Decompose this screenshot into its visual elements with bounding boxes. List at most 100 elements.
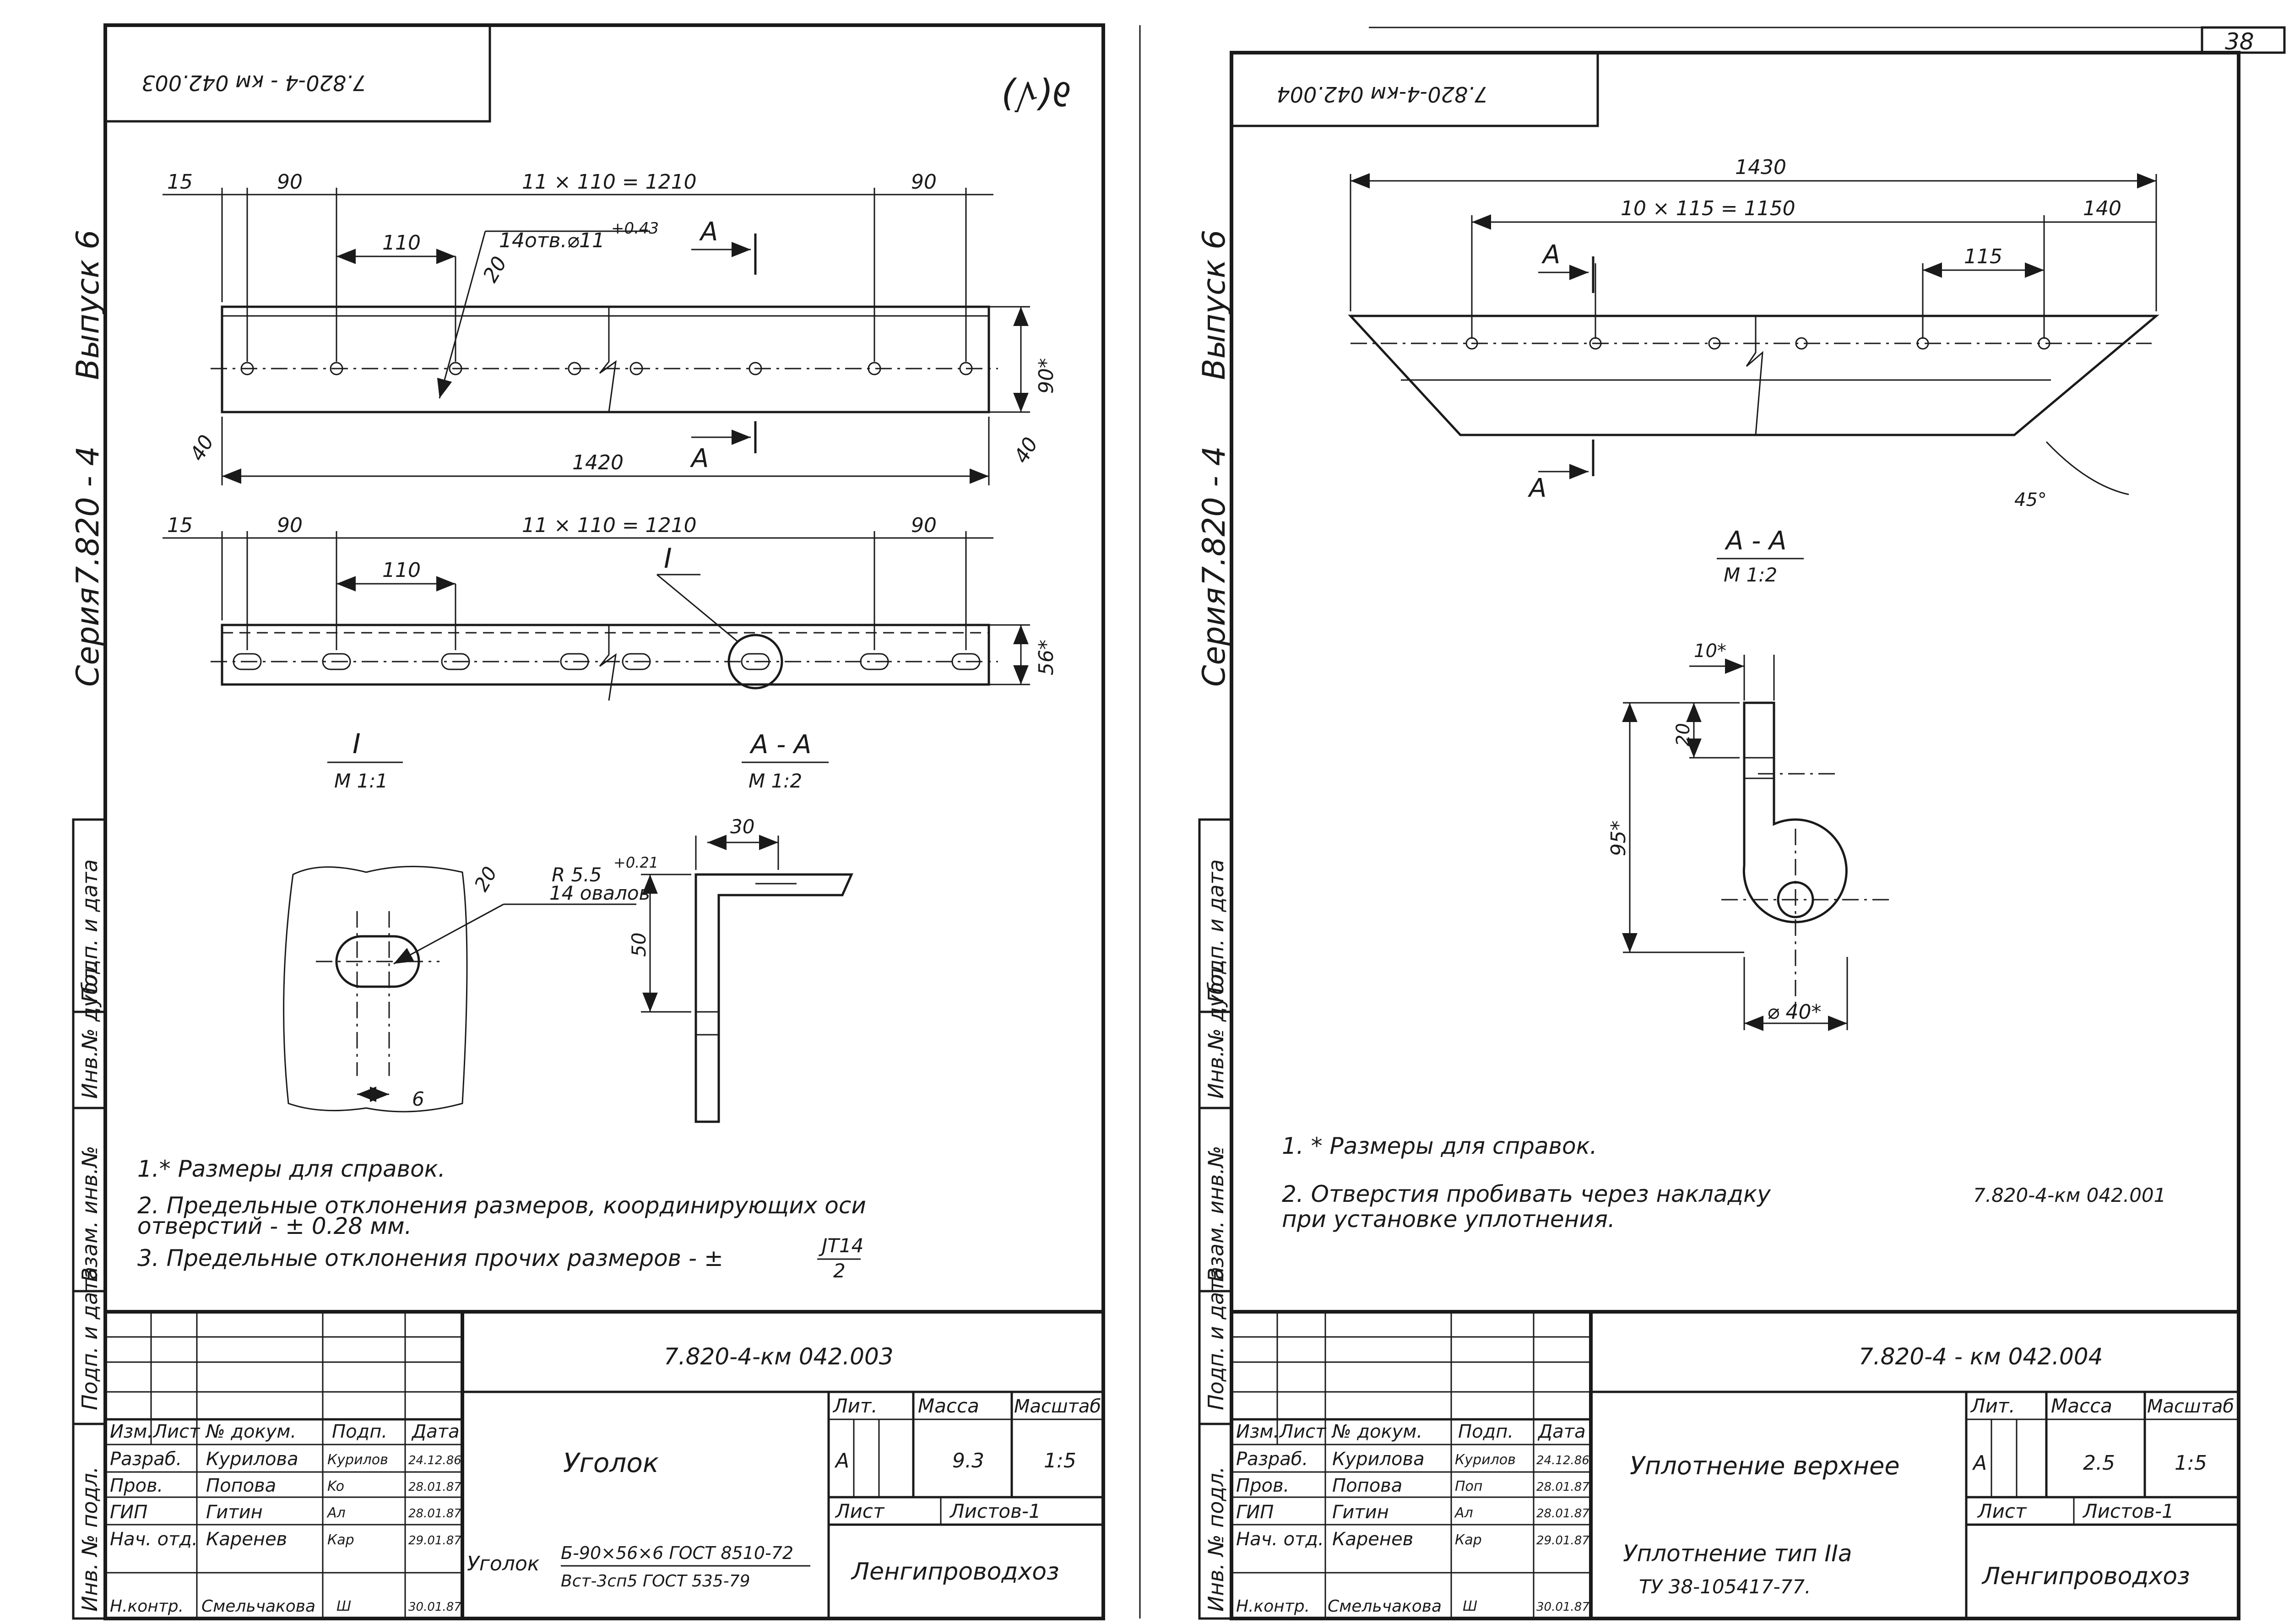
tb-scale-header: Масштаб: [1014, 1396, 1101, 1417]
tb-header: Дата: [411, 1421, 460, 1442]
left-side-labels: Инв. № подл. Подп. и дата Взам. инв.№ Ин…: [77, 859, 102, 1612]
tb-role: Н.контр.: [1236, 1597, 1310, 1616]
tb-date: 28.01.87: [1536, 1480, 1589, 1494]
note-fraction-num: JT14: [819, 1234, 864, 1257]
tb-sign: Ал: [1454, 1505, 1473, 1521]
top-view-holes: [240, 362, 973, 375]
tb-sheets: Листов-1: [2082, 1500, 2174, 1522]
tb-code: 7.820-4 - км 042.004: [1859, 1343, 2103, 1370]
tb-sign: Кар: [1455, 1532, 1482, 1548]
side-label: Инв. № подл.: [1204, 1466, 1228, 1612]
tb-code: 7.820-4-км 042.003: [664, 1343, 894, 1370]
tb-date: 30.01.87: [1536, 1600, 1589, 1614]
dim-40: 40: [1009, 434, 1042, 467]
dim-height: 56*: [1035, 640, 1058, 675]
tb-header: Дата: [1537, 1421, 1586, 1442]
tb-header: Изм.: [1236, 1421, 1279, 1442]
left-series: Серия 7.820 - 4 Выпуск 6: [70, 230, 106, 687]
tb-org: Ленгипроводхоз: [851, 1558, 1059, 1586]
dim-width: 6: [412, 1088, 424, 1110]
right-top-view: 1430 10 × 115 = 1150 140 115 А А 45°: [1348, 156, 2159, 511]
tb-material-top: Уплотнение тип IIа: [1623, 1540, 1852, 1567]
section-mark: А: [690, 444, 709, 473]
section-mark: А: [1541, 240, 1560, 270]
tb-role: Нач. отд.: [110, 1529, 198, 1550]
dim-90: 90: [277, 170, 303, 194]
left-frame: [103, 23, 1105, 1620]
series-label: Серия: [70, 587, 106, 687]
side-label: Взам. инв.№: [77, 1146, 102, 1282]
tb-date: 28.01.87: [408, 1507, 461, 1521]
tb-part-name: Уголок: [563, 1447, 659, 1478]
section-scale: М 1:2: [1724, 564, 1777, 586]
dim-ovals: 14 овалов: [549, 882, 650, 904]
tb-role: Н.контр.: [110, 1597, 184, 1616]
note: 2. Предельные отклонения размеров, коорд…: [137, 1192, 866, 1219]
tb-role: ГИП: [110, 1502, 147, 1523]
left-side-strip: [72, 818, 107, 1620]
dim-thickness: 10*: [1694, 641, 1726, 662]
tb-sign: Поп: [1455, 1478, 1483, 1494]
note-fraction-den: 2: [833, 1260, 846, 1282]
tb-material-bottom: ТУ 38-105417-77.: [1639, 1575, 1811, 1598]
sheet-number: 38: [2225, 28, 2254, 55]
tb-header: № докум.: [205, 1421, 296, 1442]
dim-rough: 20: [470, 863, 501, 895]
section-mark: А: [699, 217, 718, 247]
dim-top: 30: [730, 815, 754, 838]
right-series: Серия 7.820 - 4 Выпуск 6: [1196, 230, 1232, 687]
right-stamp: 7.820-4-км 042.004: [1277, 82, 1488, 107]
tb-scale-header: Масштаб: [2147, 1396, 2234, 1417]
dim-top: 20: [1673, 723, 1694, 746]
detail-oval: R 5.5 +0.21 14 овалов 20 6: [283, 854, 658, 1113]
tb-date: 29.01.87: [408, 1534, 461, 1548]
series-code: 7.820 - 4: [1196, 446, 1232, 586]
tb-header: Лист: [152, 1421, 201, 1442]
tb-sheet: Лист: [835, 1500, 885, 1522]
dim-span: 11 × 110 = 1210: [522, 514, 697, 537]
tb-role: Разраб.: [1236, 1449, 1308, 1470]
section-mark: А: [1528, 473, 1546, 503]
dim-140: 140: [2083, 197, 2121, 220]
tb-name: Каренев: [1332, 1529, 1413, 1550]
dim-height: 50: [628, 933, 650, 957]
tb-name: Каренев: [206, 1529, 287, 1550]
series-code: 7.820 - 4: [70, 446, 106, 586]
left-sheet: Инв. № подл. Подп. и дата Взам. инв.№ Ин…: [70, 23, 1105, 1620]
tb-mass: 2.5: [2083, 1451, 2115, 1475]
side-label: Подп. и дата: [77, 1267, 102, 1410]
dim-115: 115: [1964, 245, 2002, 268]
tb-header: Лист: [1279, 1421, 1327, 1442]
tb-lit: А: [834, 1449, 849, 1472]
tb-sheet: Лист: [1977, 1500, 2027, 1522]
tb-sign: Ш: [1463, 1598, 1477, 1614]
dim-40: 40: [185, 431, 218, 465]
tb-role: ГИП: [1236, 1502, 1274, 1523]
series-label: Серия: [1196, 587, 1232, 687]
tb-header: Изм.: [110, 1421, 153, 1442]
note: 1. * Размеры для справок.: [1282, 1133, 1597, 1159]
side-label: Подп. и дата: [1204, 1267, 1228, 1410]
tb-scale: 1:5: [2175, 1451, 2207, 1475]
dim-height: 95*: [1607, 820, 1630, 856]
dim-radius-tol: +0.21: [613, 854, 658, 871]
tb-date: 24.12.86: [1536, 1454, 1589, 1467]
issue-label: Выпуск 6: [70, 230, 106, 380]
note: 3. Предельные отклонения прочих размеров…: [137, 1245, 723, 1271]
dim-height: 90*: [1035, 358, 1058, 394]
tb-sign: Ш: [336, 1598, 351, 1614]
tb-name: Попова: [206, 1475, 276, 1496]
tb-mass-header: Масса: [2051, 1395, 2112, 1417]
tb-role: Пров.: [110, 1475, 163, 1496]
angle-section: 30 50: [628, 815, 853, 1123]
dim-angle: 45°: [2014, 489, 2047, 511]
dim-110: 110: [382, 231, 421, 255]
tb-mass-header: Масса: [918, 1395, 979, 1417]
note: 2. Отверстия пробивать через накладку: [1282, 1181, 1771, 1207]
right-title-block: Изм. Лист № докум. Подп. Дата Разраб. Ку…: [1231, 1310, 2239, 1619]
side-label: Подп. и дата: [1204, 859, 1228, 1003]
tb-name: Гитин: [1332, 1502, 1389, 1523]
tb-material-prefix: Уголок: [467, 1552, 540, 1575]
tb-date: 28.01.87: [1536, 1507, 1589, 1521]
tb-name: Смельчакова: [201, 1597, 315, 1616]
